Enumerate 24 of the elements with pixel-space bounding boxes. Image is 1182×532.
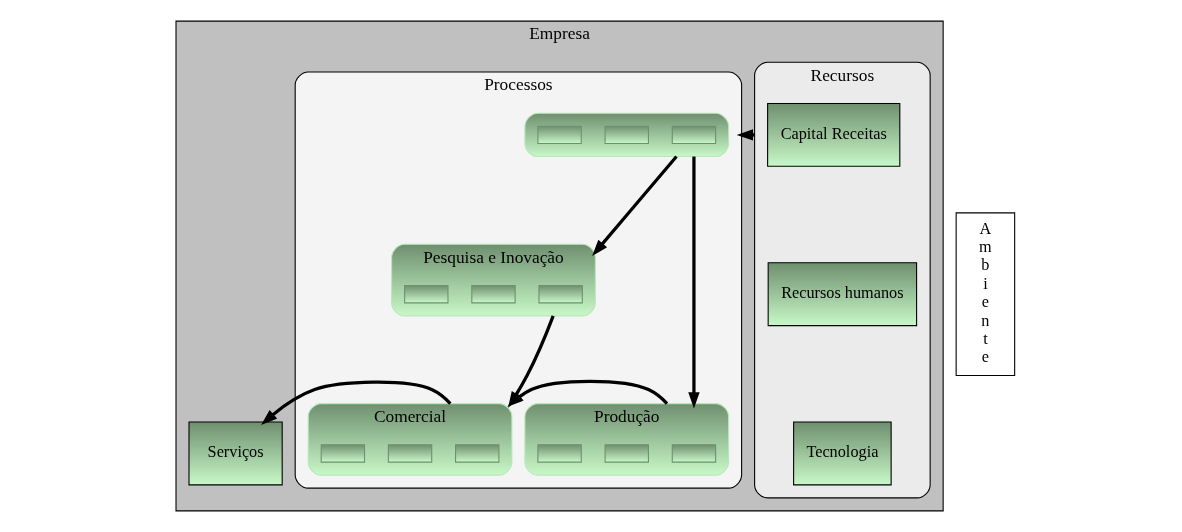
node-box <box>538 284 583 304</box>
node-box <box>604 125 649 145</box>
node-box <box>387 444 433 463</box>
node-box: Recursos humanos <box>767 262 918 327</box>
arrow <box>261 380 452 426</box>
node-box <box>404 284 449 304</box>
cluster: Produção <box>524 403 730 476</box>
node-box: Tecnologia <box>793 421 892 486</box>
node-box <box>537 444 582 463</box>
node-box: Ambiente <box>955 212 1016 376</box>
cluster: Comercial <box>307 403 513 476</box>
node-box <box>604 444 649 463</box>
node-box <box>320 444 366 463</box>
node-box <box>671 444 717 463</box>
node-box <box>455 444 500 463</box>
arrow <box>592 155 678 256</box>
node-box: Serviços <box>188 421 283 486</box>
arrow <box>688 156 700 409</box>
cluster <box>524 112 730 158</box>
cluster: Pesquisa e Inovação <box>391 243 596 317</box>
node-box <box>671 125 717 145</box>
node-box <box>537 125 582 145</box>
node-box: Capital Receitas <box>767 102 901 167</box>
node-box <box>471 284 516 304</box>
